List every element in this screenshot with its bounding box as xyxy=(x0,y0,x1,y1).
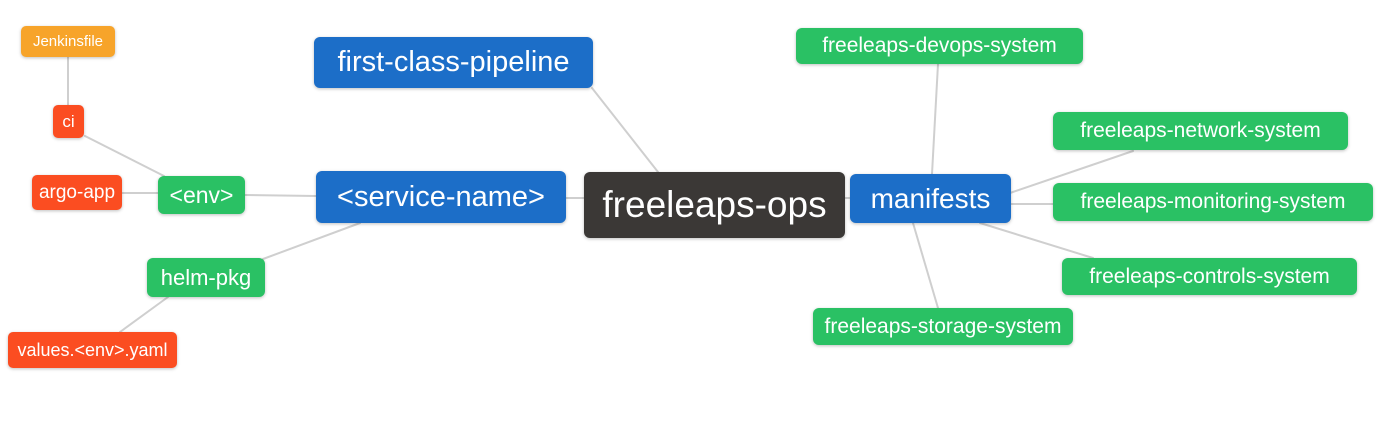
node-values-env-yaml[interactable]: values.<env>.yaml xyxy=(8,332,177,368)
node-argo-app[interactable]: argo-app xyxy=(32,175,122,210)
node-env[interactable]: <env> xyxy=(158,176,245,214)
node-freeleaps-ops-root[interactable]: freeleaps-ops xyxy=(584,172,845,238)
node-manifests[interactable]: manifests xyxy=(850,174,1011,223)
node-freeleaps-network-system[interactable]: freeleaps-network-system xyxy=(1053,112,1348,150)
edge-manifests-controls xyxy=(979,222,1094,259)
edge-manifests-network xyxy=(1009,150,1134,194)
edge-manifests-storage xyxy=(912,222,939,309)
edge-values-helm-pkg xyxy=(119,296,169,333)
edge-first-class-pipeline-root xyxy=(591,87,659,173)
node-freeleaps-devops-system[interactable]: freeleaps-devops-system xyxy=(796,28,1083,64)
node-freeleaps-monitoring-system[interactable]: freeleaps-monitoring-system xyxy=(1053,183,1373,221)
edge-ci-env xyxy=(84,135,165,177)
node-first-class-pipeline[interactable]: first-class-pipeline xyxy=(314,37,593,88)
edge-env-service-name xyxy=(244,194,317,197)
node-helm-pkg[interactable]: helm-pkg xyxy=(147,258,265,297)
node-service-name[interactable]: <service-name> xyxy=(316,171,566,223)
node-jenkinsfile[interactable]: Jenkinsfile xyxy=(21,26,115,57)
edge-helm-pkg-service-name xyxy=(262,222,361,260)
node-freeleaps-storage-system[interactable]: freeleaps-storage-system xyxy=(813,308,1073,345)
node-ci[interactable]: ci xyxy=(53,105,84,138)
edge-manifests-devops xyxy=(931,63,939,175)
node-freeleaps-controls-system[interactable]: freeleaps-controls-system xyxy=(1062,258,1357,295)
